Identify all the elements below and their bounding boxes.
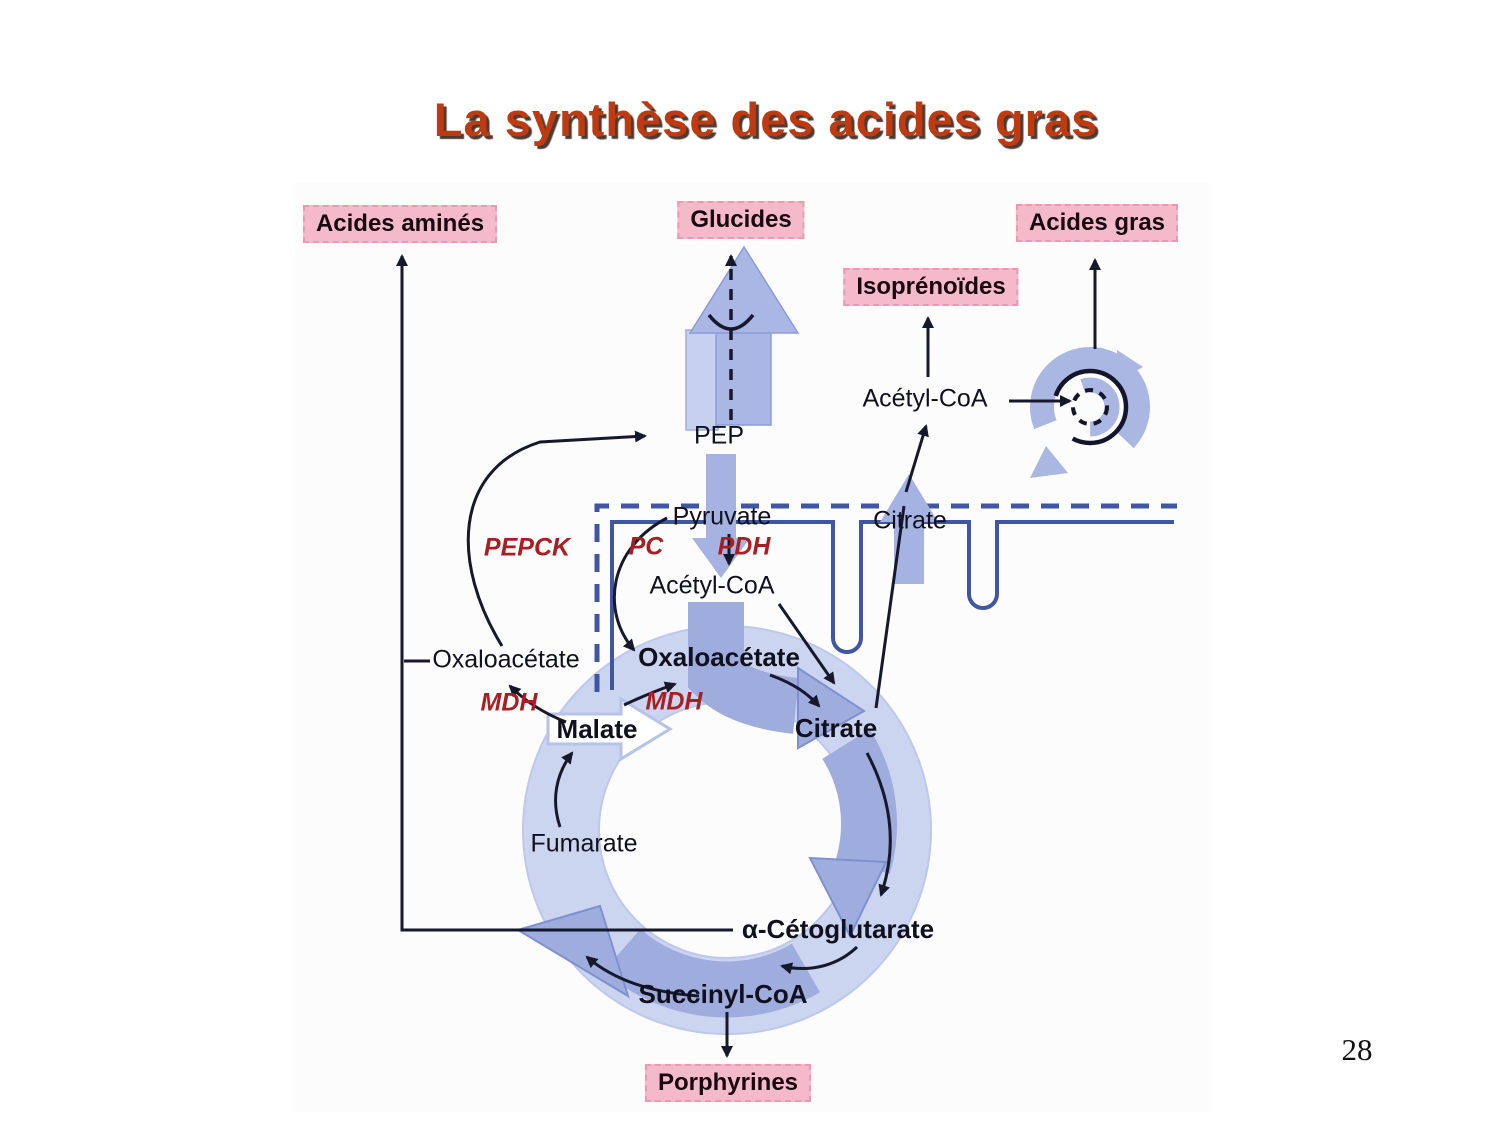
citrate-to-alphakg-arrow — [865, 752, 892, 897]
slide-title: La synthèse des acides gras — [433, 93, 1099, 146]
label-acetyl-coa-cytosol: Acétyl-CoA — [862, 384, 988, 413]
label-citrate-membrane: Citrate — [873, 506, 947, 535]
box-glucides: Glucides — [677, 201, 805, 239]
box-acides-amines: Acides aminés — [302, 205, 498, 243]
label-enzyme-pdh: PDH — [717, 532, 771, 561]
inner-membrane-line — [610, 520, 1174, 690]
label-alpha-cetoglutarate: α-Cétoglutarate — [741, 914, 935, 944]
label-succinyl-coa: Succinyl-CoA — [638, 979, 808, 1009]
mdh-mito-arrow — [623, 681, 677, 707]
outer-membrane-dashed-line — [594, 503, 1177, 692]
dashed-arrow-break-arc — [707, 313, 755, 331]
pepck-arrow — [466, 430, 647, 647]
label-oxaloacetate-mitochondrie: Oxaloacétate — [638, 642, 800, 672]
citrate-to-acetylcoa-cytosol-arrow — [904, 424, 929, 493]
box-isoprenoides: Isoprénoïdes — [843, 268, 1019, 306]
succinyl-to-fumarate-arrow — [585, 955, 700, 998]
reaction-arrows — [396, 254, 1101, 1058]
label-pep: PEP — [693, 421, 745, 450]
label-pyruvate: Pyruvate — [672, 502, 772, 531]
pyruvate-transport-arrow — [692, 454, 750, 578]
alphakg-to-succinyl-arrow — [780, 945, 859, 975]
label-fumarate: Fumarate — [530, 829, 638, 858]
label-oxaloacetate-cytosol: Oxaloacétate — [432, 645, 580, 674]
label-malate: Malate — [556, 714, 638, 744]
pc-arrow — [612, 516, 668, 652]
label-enzyme-mdh-mitochondrie: MDH — [645, 687, 703, 716]
mdh-cytosol-arrow — [508, 684, 567, 724]
glucides-arrow — [685, 245, 800, 431]
box-acides-gras: Acides gras — [1015, 204, 1179, 242]
label-enzyme-pepck: PEPCK — [483, 533, 571, 562]
box-porphyrines: Porphyrines — [644, 1064, 812, 1102]
oxaloacetate-to-citrate-arrow — [769, 673, 821, 708]
label-enzyme-mdh-cytosol: MDH — [480, 688, 538, 717]
fumarate-to-malate-arrow — [554, 751, 574, 828]
citrate-export-line — [874, 505, 906, 709]
malate-shuttle-arrow — [546, 696, 673, 762]
label-acetyl-coa-mitochondrie: Acétyl-CoA — [649, 571, 775, 600]
alphakg-to-amino-acids-arrow — [396, 254, 733, 932]
fatty-acid-synthesis-spiral — [1030, 347, 1150, 478]
mitochondrial-membranes — [594, 503, 1177, 692]
page-number: 28 — [1341, 1032, 1373, 1067]
label-enzyme-pc: PC — [628, 532, 664, 561]
label-citrate-cycle: Citrate — [794, 713, 878, 743]
acetylcoa-to-citrate-arrow — [777, 603, 836, 685]
